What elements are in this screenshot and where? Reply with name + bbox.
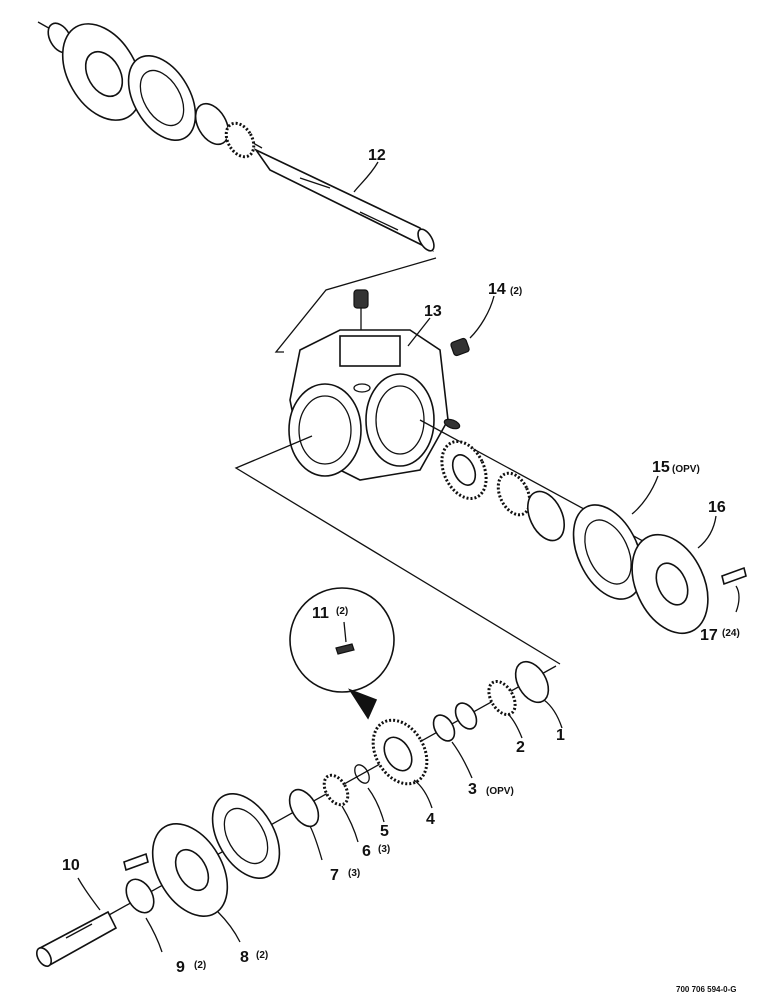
callout-15-qty: (OPV) bbox=[672, 464, 700, 475]
bearing-cone-6 bbox=[322, 773, 350, 807]
housing-top-hole bbox=[353, 383, 371, 393]
input-shaft bbox=[253, 147, 435, 252]
breather-plug bbox=[353, 289, 369, 309]
right-bearing-cup bbox=[527, 490, 565, 542]
callout-1-number: 1 bbox=[556, 727, 565, 744]
bolt-17 bbox=[721, 566, 747, 586]
housing-right-bore bbox=[375, 385, 425, 455]
callout-17-qty: (24) bbox=[722, 628, 740, 639]
bearing-cup-7 bbox=[288, 788, 320, 828]
callout-15-number: 15 bbox=[652, 459, 670, 476]
callout-16-number: 16 bbox=[708, 499, 726, 516]
callout-3-qty: (OPV) bbox=[486, 786, 514, 797]
top-gasket-hole bbox=[139, 69, 185, 127]
callout-5-number: 5 bbox=[380, 823, 389, 840]
plug-14 bbox=[450, 337, 470, 357]
callout-8-qty: (2) bbox=[256, 950, 268, 961]
housing-top-pad bbox=[339, 335, 401, 367]
lower-shaft-assembly: 1 2 3 (OPV) 4 5 6 (3) 7 (3) bbox=[35, 660, 565, 976]
callout-14-number: 14 bbox=[488, 281, 506, 298]
snap-ring-5 bbox=[354, 764, 370, 784]
callout-12-number: 12 bbox=[368, 147, 386, 164]
callout-6-qty: (3) bbox=[378, 844, 390, 855]
callout-11-leader bbox=[343, 621, 347, 643]
callout-14-qty: (2) bbox=[510, 286, 522, 297]
callout-2-number: 2 bbox=[516, 739, 525, 756]
right-key bbox=[443, 418, 461, 430]
housing-left-port bbox=[288, 383, 362, 477]
callout-14-leader bbox=[469, 295, 495, 339]
top-bearing-cup bbox=[194, 102, 230, 146]
callout-6-number: 6 bbox=[362, 843, 371, 860]
callout-11-number: 11 bbox=[312, 605, 329, 622]
housing-left-bore bbox=[298, 395, 352, 465]
output-shaft-10 bbox=[35, 910, 118, 968]
callout-3-number: 3 bbox=[468, 781, 477, 798]
seal-9 bbox=[125, 878, 155, 914]
top-connect-line bbox=[274, 257, 437, 353]
top-gasket bbox=[127, 54, 197, 142]
lower-gasket bbox=[211, 792, 281, 880]
shim-3a bbox=[454, 702, 478, 730]
lower-bracket-line bbox=[234, 435, 561, 665]
lower-bolt bbox=[123, 852, 149, 872]
callout-8-number: 8 bbox=[240, 949, 249, 966]
callout-16-leader bbox=[697, 515, 717, 549]
top-flange-bore bbox=[84, 50, 124, 98]
callout-13-number: 13 bbox=[424, 303, 442, 320]
callout-9-number: 9 bbox=[176, 959, 185, 976]
gear-housing: 14 (2) 13 bbox=[234, 281, 561, 665]
right-bearing-cone bbox=[496, 471, 532, 517]
bearing-cup-1 bbox=[514, 660, 550, 704]
callout-12-leader bbox=[353, 161, 379, 193]
document-number: 700 706 594-0-G bbox=[676, 985, 737, 994]
callout-7-qty: (3) bbox=[348, 868, 360, 879]
detail-pointer bbox=[348, 688, 378, 720]
callout-15-leader bbox=[631, 475, 659, 515]
top-bearing-cone bbox=[224, 121, 256, 159]
callout-10-number: 10 bbox=[62, 857, 80, 874]
detail-circle bbox=[289, 587, 395, 693]
shim-3b bbox=[432, 714, 456, 742]
key-detail-inset: 11 (2) bbox=[289, 587, 395, 720]
right-shaft-assembly: 15 (OPV) 16 17 (24) bbox=[419, 418, 747, 644]
bearing-cone-2 bbox=[487, 679, 517, 717]
callout-9-qty: (2) bbox=[194, 960, 206, 971]
callout-11-qty: (2) bbox=[336, 606, 348, 617]
callout-17-leader bbox=[735, 585, 740, 613]
key-11 bbox=[335, 643, 355, 655]
callout-13-leader bbox=[407, 317, 431, 347]
callout-7-number: 7 bbox=[330, 867, 339, 884]
callout-17-number: 17 bbox=[700, 627, 718, 644]
right-gasket bbox=[572, 504, 644, 600]
top-shaft-assembly: 12 bbox=[37, 21, 437, 353]
callout-4-number: 4 bbox=[426, 811, 435, 828]
